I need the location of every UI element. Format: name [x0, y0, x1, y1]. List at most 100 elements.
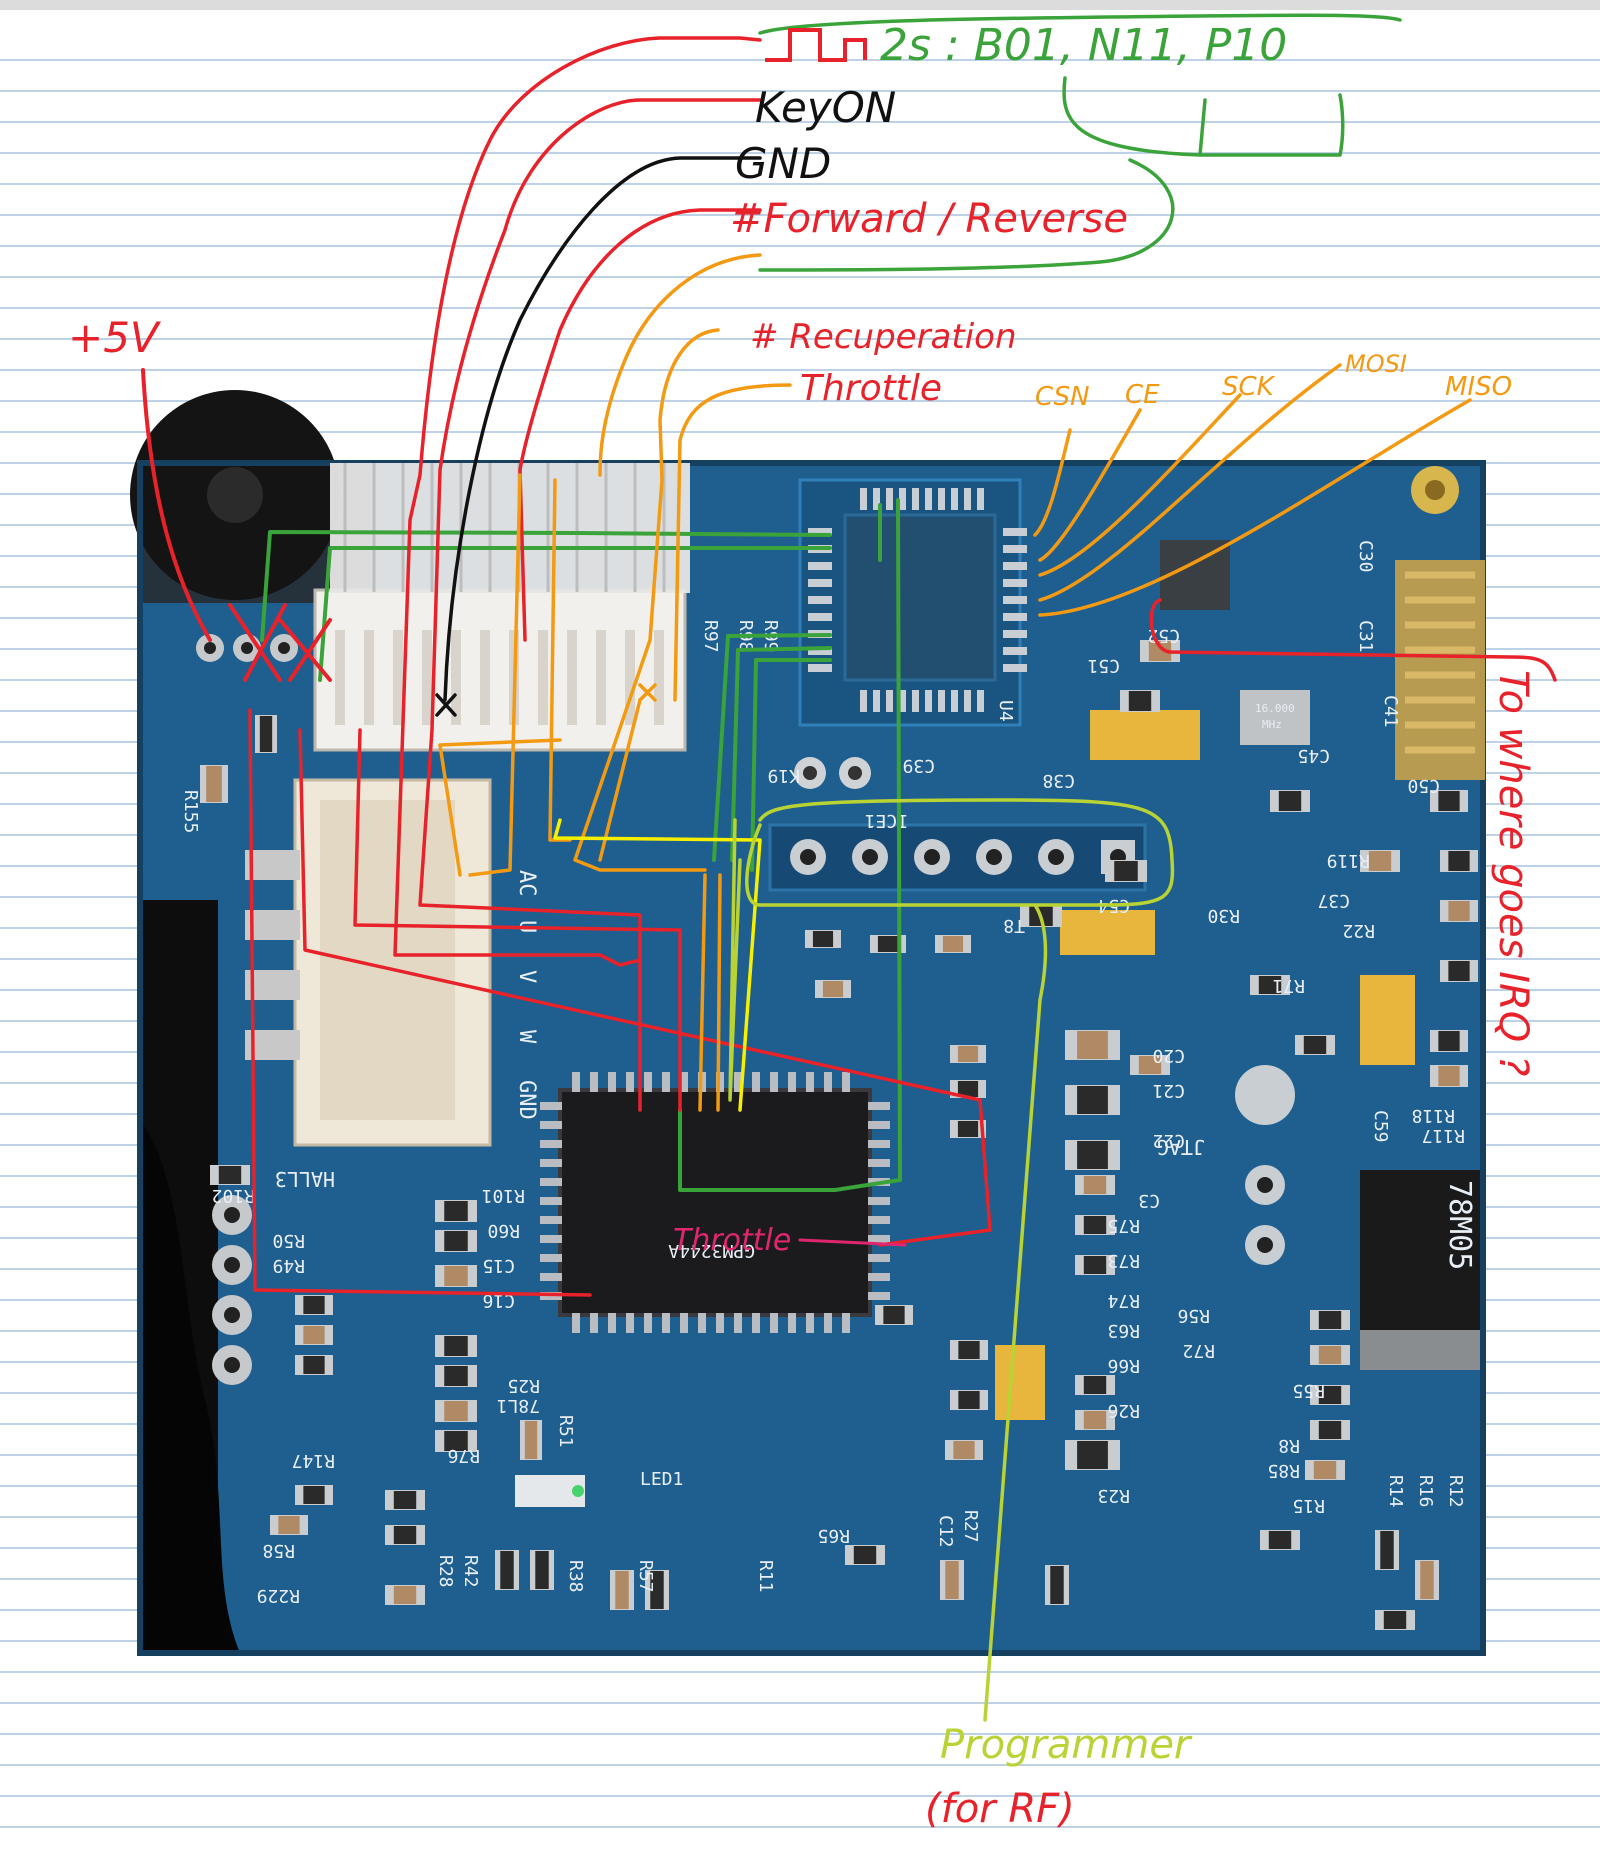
- svg-text:R8: R8: [1278, 1435, 1300, 1456]
- left-header-pads: [212, 1195, 252, 1385]
- svg-text:GND: GND: [514, 1080, 539, 1120]
- svg-text:R30: R30: [1207, 905, 1240, 926]
- svg-text:C3: C3: [1138, 1190, 1160, 1211]
- svg-text:R22: R22: [1342, 920, 1375, 941]
- black-wire-gnd: [443, 156, 762, 702]
- red-wire-keyon: [418, 98, 762, 1112]
- svg-text:R42: R42: [460, 1555, 481, 1588]
- svg-text:R16: R16: [1415, 1475, 1436, 1508]
- tantalum-cap: [995, 1345, 1045, 1420]
- red-x-mark-1: [228, 603, 287, 682]
- svg-text:LED1: LED1: [640, 1469, 683, 1490]
- green-bracket-loop: [758, 158, 1175, 272]
- plus5v-label: +5V: [68, 313, 162, 362]
- forward-reverse-label: #Forward / Reverse: [730, 196, 1128, 242]
- red-wire-forward: [518, 208, 762, 642]
- red-wire-irq: [1149, 598, 1557, 682]
- tantalum-cap: [1360, 975, 1415, 1065]
- svg-text:C31: C31: [1355, 620, 1376, 653]
- svg-text:R12: R12: [1445, 1475, 1466, 1508]
- svg-text:78M05: 78M05: [1442, 1180, 1477, 1270]
- svg-text:R75: R75: [1107, 1215, 1140, 1236]
- svg-text:K19: K19: [767, 765, 800, 786]
- svg-text:R73: R73: [1107, 1250, 1140, 1271]
- green-bracket-top: [758, 13, 1402, 35]
- green-wire-mcu: [678, 498, 902, 1192]
- svg-text:R119: R119: [1327, 850, 1370, 871]
- irq-note-label: To where goes IRQ ?: [1490, 670, 1536, 1076]
- svg-text:R28: R28: [435, 1555, 456, 1588]
- red-wire-5v: [141, 368, 212, 642]
- voltage-regulator: [1360, 1170, 1480, 1350]
- svg-text:R118: R118: [1412, 1105, 1455, 1126]
- svg-text:C51: C51: [1087, 655, 1120, 676]
- ce-label: CE: [1125, 380, 1160, 410]
- svg-text:R26: R26: [1107, 1400, 1140, 1421]
- gnd-label: GND: [735, 139, 831, 188]
- red-x-mark-2: [278, 618, 332, 682]
- svg-text:C50: C50: [1407, 775, 1440, 796]
- svg-text:C41: C41: [1380, 695, 1401, 728]
- throttle-label: Throttle: [800, 368, 942, 409]
- svg-text:R25: R25: [507, 1375, 540, 1396]
- svg-text:R65: R65: [817, 1525, 850, 1546]
- annotation-labels: 2s : B01, N11, P10 KeyON GND #Forward / …: [68, 20, 1536, 1832]
- svg-text:R85: R85: [1267, 1460, 1300, 1481]
- svg-text:R23: R23: [1097, 1485, 1130, 1506]
- svg-text:R38: R38: [565, 1560, 586, 1593]
- chip-throttle-label: Throttle: [673, 1223, 791, 1258]
- svg-text:C20: C20: [1152, 1045, 1185, 1066]
- svg-text:C30: C30: [1355, 540, 1376, 573]
- svg-text:V: V: [514, 970, 539, 983]
- svg-text:R27: R27: [960, 1510, 981, 1543]
- red-wire-pulse: [393, 36, 762, 967]
- svg-text:ICE1: ICE1: [865, 810, 908, 831]
- svg-text:R11: R11: [755, 1560, 776, 1593]
- svg-text:U4: U4: [995, 700, 1016, 722]
- svg-text:AC: AC: [514, 870, 539, 897]
- svg-text:JTAG: JTAG: [1157, 1135, 1205, 1159]
- annotation-wires: [141, 13, 1557, 1722]
- svg-text:R229: R229: [257, 1585, 300, 1606]
- tantalum-cap: [1090, 710, 1200, 760]
- crystal: [1240, 690, 1310, 745]
- orange-x-mark: [638, 683, 657, 702]
- svg-text:C12: C12: [935, 1515, 956, 1548]
- svg-text:R58: R58: [262, 1540, 295, 1561]
- lime-wire-programmer: [745, 798, 1175, 1722]
- keyon-label: KeyON: [755, 83, 896, 132]
- sck-label: SCK: [1222, 372, 1276, 402]
- svg-text:R14: R14: [1385, 1475, 1406, 1508]
- svg-text:R55: R55: [1292, 1380, 1325, 1401]
- orange-wire-a: [468, 473, 572, 877]
- ribbon-cable: [330, 463, 690, 593]
- pulse-signal-label: 2s : B01, N11, P10: [880, 20, 1287, 71]
- svg-text:R102: R102: [212, 1185, 255, 1206]
- mosi-label: MOSI: [1345, 350, 1407, 378]
- csn-label: CSN: [1035, 382, 1090, 412]
- svg-text:C15: C15: [482, 1255, 515, 1276]
- orange-wire-mcu: [698, 873, 722, 1112]
- tantalum-cap: [1060, 910, 1155, 955]
- svg-text:W: W: [514, 1030, 539, 1044]
- svg-text:R71: R71: [1272, 975, 1305, 996]
- orange-wire-b: [438, 698, 642, 877]
- svg-text:C45: C45: [1297, 745, 1330, 766]
- svg-text:HALL3: HALL3: [275, 1167, 335, 1191]
- pink-throttle-pointer: [798, 1238, 907, 1247]
- svg-text:R56: R56: [1177, 1305, 1210, 1326]
- mcu-chip: [558, 1088, 872, 1317]
- recuperation-label: # Recuperation: [750, 317, 1017, 357]
- lime-wire-throttle-pin: [728, 818, 742, 1102]
- svg-text:78L1: 78L1: [497, 1395, 540, 1416]
- svg-text:R66: R66: [1107, 1355, 1140, 1376]
- svg-text:C22: C22: [1152, 1130, 1185, 1151]
- svg-text:R50: R50: [272, 1230, 305, 1251]
- miso-label: MISO: [1445, 372, 1512, 402]
- svg-text:R97: R97: [700, 620, 721, 653]
- svg-text:R63: R63: [1107, 1320, 1140, 1341]
- svg-text:R72: R72: [1182, 1340, 1215, 1361]
- svg-text:C21: C21: [1152, 1080, 1185, 1101]
- svg-text:GPM3244A: GPM3244A: [668, 1240, 755, 1261]
- orange-wire-fwd: [598, 253, 762, 477]
